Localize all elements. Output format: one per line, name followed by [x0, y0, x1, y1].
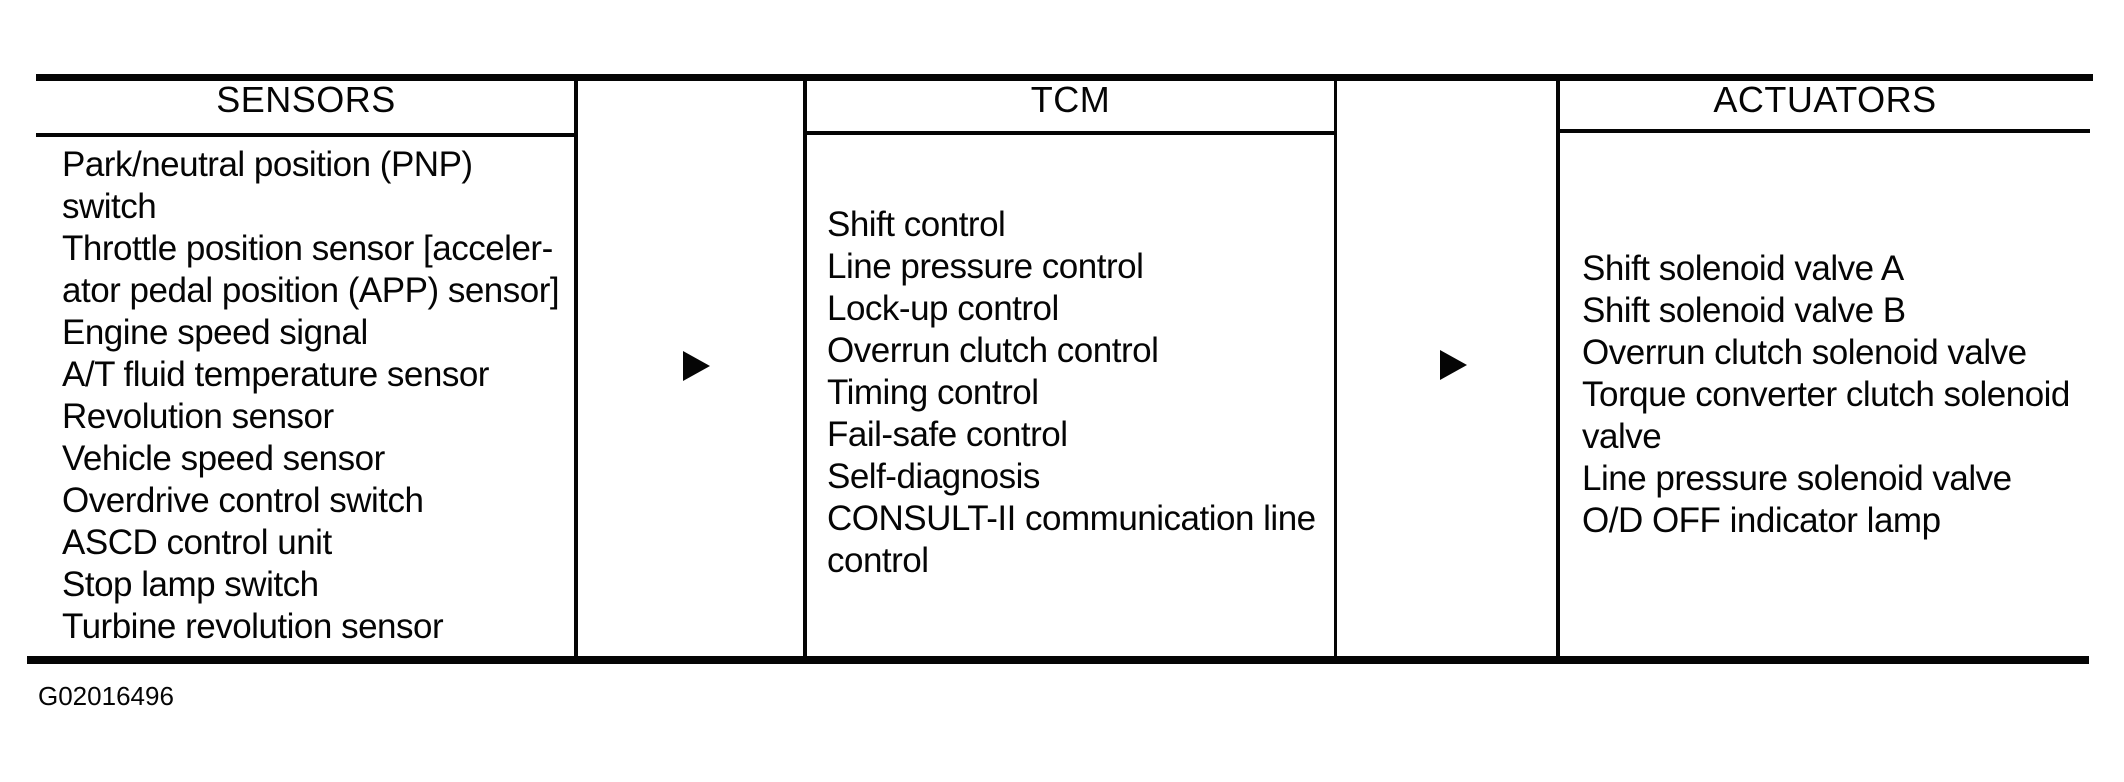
- list-line: ator pedal position (APP) sensor]: [62, 271, 560, 310]
- list-line: Fail-safe control: [827, 415, 1068, 454]
- list-line: Timing control: [827, 373, 1039, 412]
- list-line: Vehicle speed sensor: [62, 439, 385, 478]
- list-line: Shift solenoid valve A: [1582, 249, 1904, 288]
- list-line: Lock-up control: [827, 289, 1059, 328]
- sensors-header-underline: [36, 133, 576, 137]
- actuators-header-underline: [1556, 129, 2090, 133]
- tcm-header-underline: [803, 131, 1337, 135]
- list-line: Turbine revolution sensor: [62, 607, 444, 646]
- list-line: Throttle position sensor [acceler-: [62, 229, 553, 268]
- tcm-column-right-border: [1334, 81, 1337, 656]
- list-line: control: [827, 541, 929, 580]
- sensors-column-header: SENSORS: [216, 79, 396, 120]
- list-line: Line pressure solenoid valve: [1582, 459, 2012, 498]
- list-line: CONSULT-II communication line: [827, 499, 1316, 538]
- sensors-to-tcm-arrow-icon: [683, 351, 710, 381]
- list-line: Overrun clutch control: [827, 331, 1159, 370]
- actuators-column-header: ACTUATORS: [1713, 79, 1937, 120]
- sensors-column-right-border: [574, 81, 578, 656]
- list-line: Park/neutral position (PNP): [62, 145, 473, 184]
- list-line: switch: [62, 187, 157, 226]
- list-line: Revolution sensor: [62, 397, 334, 436]
- list-line: Stop lamp switch: [62, 565, 319, 604]
- list-line: Self-diagnosis: [827, 457, 1040, 496]
- tcm-column-header: TCM: [1030, 79, 1111, 120]
- bottom-border-rule: [27, 656, 2089, 664]
- top-border-rule: [36, 74, 2093, 81]
- list-line: Line pressure control: [827, 247, 1144, 286]
- list-line: Overrun clutch solenoid valve: [1582, 333, 2027, 372]
- figure-id-label: G02016496: [38, 681, 174, 711]
- tcm-column-left-border: [803, 81, 807, 656]
- actuators-column-left-border: [1556, 81, 1560, 656]
- list-line: valve: [1582, 417, 1662, 456]
- list-line: A/T fluid temperature sensor: [62, 355, 489, 394]
- list-line: O/D OFF indicator lamp: [1582, 501, 1941, 540]
- list-line: Overdrive control switch: [62, 481, 424, 520]
- list-line: Shift control: [827, 205, 1006, 244]
- list-line: Torque converter clutch solenoid: [1582, 375, 2070, 414]
- list-line: Shift solenoid valve B: [1582, 291, 1906, 330]
- list-line: Engine speed signal: [62, 313, 368, 352]
- tcm-to-actuators-arrow-icon: [1440, 350, 1467, 380]
- list-line: ASCD control unit: [62, 523, 332, 562]
